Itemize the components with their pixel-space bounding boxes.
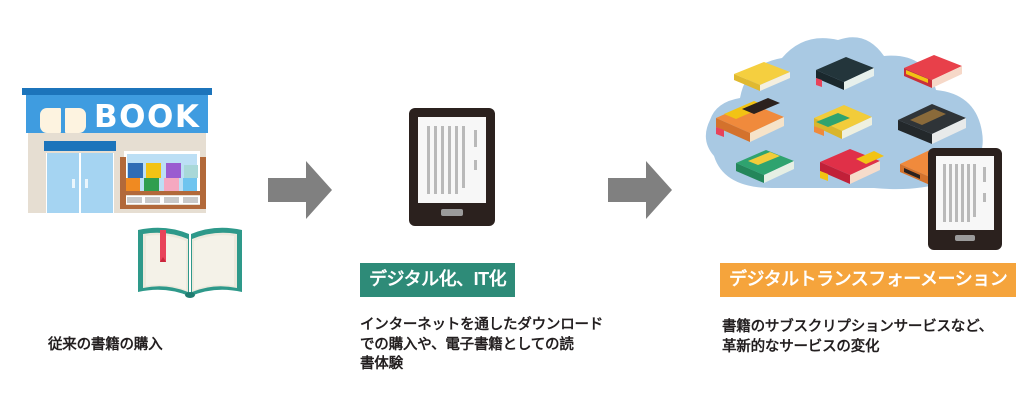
open-book-illustration bbox=[135, 222, 245, 300]
door-header bbox=[44, 141, 116, 151]
tablet-home-button-2 bbox=[955, 235, 975, 241]
store-roofline bbox=[22, 88, 212, 95]
store-doors bbox=[46, 153, 114, 213]
book-top-left bbox=[734, 62, 790, 91]
store-sign: BOOK bbox=[26, 95, 208, 135]
open-book-icon bbox=[40, 108, 86, 133]
store-facade bbox=[28, 133, 206, 213]
arrow-2-icon bbox=[606, 156, 674, 229]
caption-digitization: インターネットを通したダウンロード での購入や、電子書籍としての読 書体験 bbox=[360, 317, 604, 373]
tag-digitization: デジタル化、IT化 bbox=[360, 263, 516, 297]
arrow-1-icon bbox=[266, 156, 334, 229]
book-middle-left bbox=[716, 98, 784, 142]
book-bottom-left bbox=[736, 150, 794, 183]
cloud-illustration bbox=[694, 28, 994, 198]
book-bottom-center bbox=[820, 149, 884, 184]
tablet-screen-1 bbox=[418, 117, 486, 203]
e-reader-tablet-1 bbox=[409, 108, 495, 226]
book-display-shelf bbox=[120, 157, 206, 209]
caption-transformation: 書籍のサブスクリプションサービスなど、 革新的なサービスの変化 bbox=[722, 319, 993, 355]
store-sign-text: BOOK bbox=[94, 99, 201, 135]
book-middle-center bbox=[814, 105, 872, 139]
tablet-home-button-1 bbox=[441, 209, 463, 216]
book-top-center bbox=[816, 57, 874, 90]
book-top-right bbox=[904, 55, 962, 88]
book-middle-right bbox=[898, 104, 966, 144]
e-reader-tablet-2 bbox=[928, 148, 1002, 250]
tablet-screen-2 bbox=[936, 156, 994, 230]
tag-transformation: デジタルトランスフォーメーション bbox=[720, 263, 1017, 297]
caption-traditional: 従来の書籍の購入 bbox=[48, 337, 163, 353]
bookstore-illustration: BOOK bbox=[22, 88, 212, 213]
